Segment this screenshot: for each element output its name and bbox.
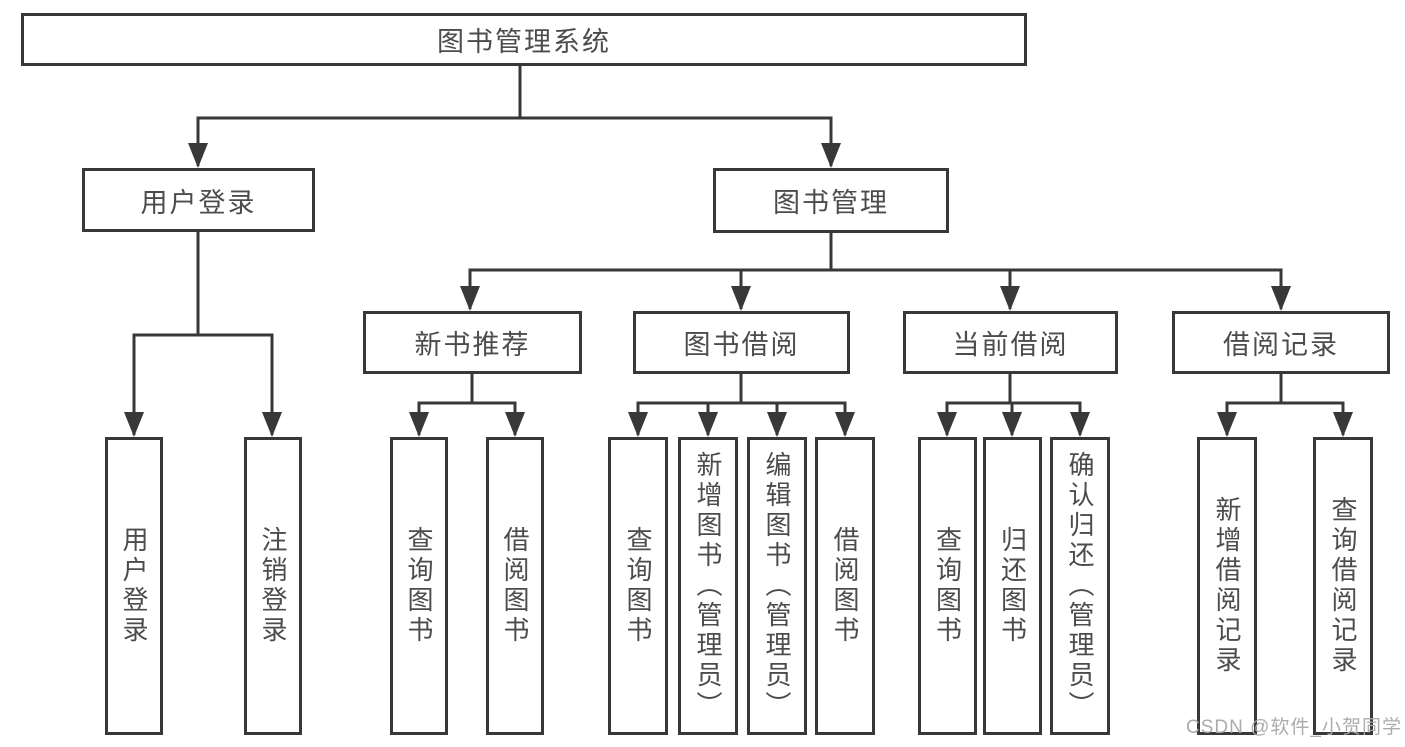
node-return-books: 归还图书 xyxy=(983,437,1042,735)
node-current-borrow: 当前借阅 xyxy=(903,311,1118,374)
node-query-borrow-record: 查询借阅记录 xyxy=(1313,437,1373,735)
node-book-management: 图书管理 xyxy=(713,168,949,233)
node-borrow-records: 借阅记录 xyxy=(1172,311,1390,374)
node-add-borrow-record: 新增借阅记录 xyxy=(1197,437,1257,735)
node-edit-books-admin: 编辑图书（管理员） xyxy=(747,437,807,735)
node-confirm-return-admin: 确认归还（管理员） xyxy=(1050,437,1110,735)
node-query-books-current: 查询图书 xyxy=(918,437,977,735)
node-library-system: 图书管理系统 xyxy=(21,13,1027,66)
node-new-book-recommend: 新书推荐 xyxy=(363,311,582,374)
node-borrow-books-recommend: 借阅图书 xyxy=(486,437,544,735)
node-query-books-recommend: 查询图书 xyxy=(390,437,448,735)
node-user-login: 用户登录 xyxy=(82,168,315,232)
node-user-login-action: 用户登录 xyxy=(105,437,163,735)
node-add-books-admin: 新增图书（管理员） xyxy=(678,437,738,735)
node-query-books-borrow: 查询图书 xyxy=(608,437,668,735)
watermark: CSDN @软件_小贺同学 xyxy=(1186,717,1402,738)
node-logout-action: 注销登录 xyxy=(244,437,302,735)
node-book-borrow: 图书借阅 xyxy=(633,311,850,374)
node-borrow-books-action: 借阅图书 xyxy=(815,437,875,735)
